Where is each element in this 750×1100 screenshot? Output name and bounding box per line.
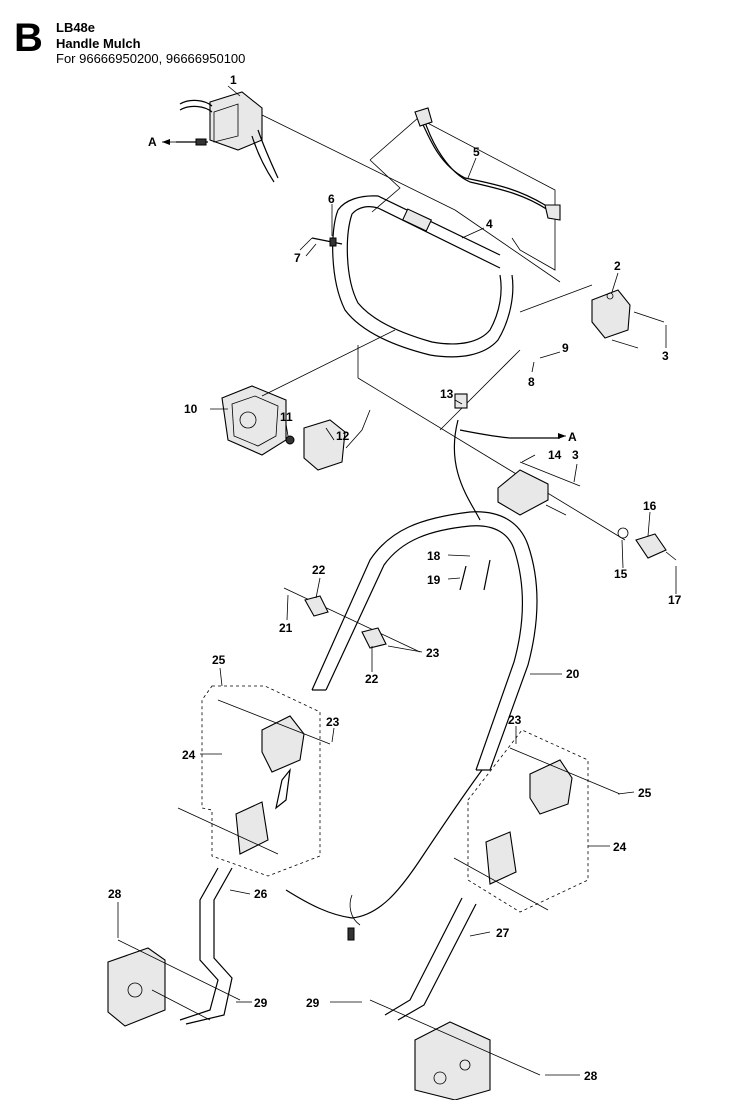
callout-23-right: 23 — [508, 713, 522, 727]
part-2-bracket — [519, 284, 665, 349]
model-name: LB48e — [56, 20, 96, 35]
callout-29-left: 29 — [254, 996, 268, 1010]
callout-15: 15 — [614, 567, 628, 581]
callout-11: 11 — [280, 410, 293, 424]
callout-26: 26 — [254, 887, 268, 901]
callout-10: 10 — [184, 402, 198, 416]
callout-16: 16 — [643, 499, 657, 513]
callout-8: 8 — [528, 375, 535, 389]
part-20-lower-handle — [285, 511, 538, 941]
callout-24-right: 24 — [613, 840, 627, 854]
callout-3-second: 3 — [572, 448, 579, 462]
part-1-control-handle — [176, 91, 279, 183]
callout-23-center: 23 — [426, 646, 440, 660]
callout-19: 19 — [427, 573, 441, 587]
callout-6: 6 — [328, 192, 335, 206]
callout-20: 20 — [566, 667, 580, 681]
callout-22-bottom: 22 — [365, 672, 379, 686]
callout-7: 7 — [294, 251, 301, 265]
applicable-part-numbers: For 96666950200, 96666950100 — [56, 51, 246, 66]
callout-2: 2 — [614, 259, 621, 273]
callout-29-right: 29 — [306, 996, 320, 1010]
section-letter: B — [14, 16, 43, 60]
callout-18: 18 — [427, 549, 441, 563]
callout-28-left: 28 — [108, 887, 122, 901]
part-24-right-knob-assembly — [453, 729, 621, 913]
callout-23-left: 23 — [326, 715, 340, 729]
part-24-left-knob-assembly — [177, 685, 331, 877]
callout-27: 27 — [496, 926, 510, 940]
right-deck-bracket — [369, 999, 541, 1100]
callout-4: 4 — [486, 217, 493, 231]
callout-A-right: A — [568, 430, 577, 444]
callout-1: 1 — [230, 73, 237, 87]
part-14-handle-joint — [497, 461, 677, 561]
callout-21: 21 — [279, 621, 293, 635]
callout-3: 3 — [662, 349, 669, 363]
callout-numbers: 1 2 3 5 4 6 7 9 8 10 11 12 13 A 14 3 16 … — [108, 73, 682, 1083]
part-5-bail-wire — [369, 107, 561, 271]
part-27-right-lower-bar — [384, 897, 477, 1021]
callout-25-left: 25 — [212, 653, 226, 667]
arrow-A-right — [558, 433, 566, 439]
part-26-left-lower-bar — [179, 867, 233, 1025]
callout-17: 17 — [668, 593, 682, 607]
callout-22-top: 22 — [312, 563, 326, 577]
callout-9: 9 — [562, 341, 569, 355]
callout-A-left: A — [148, 135, 157, 149]
callout-28-right: 28 — [584, 1069, 598, 1083]
part-6-7-screw — [299, 237, 343, 251]
part-4-upper-handle — [261, 114, 561, 358]
arrow-A-left — [162, 139, 170, 145]
left-deck-bracket — [107, 939, 241, 1027]
part-11-12-clip — [285, 409, 371, 471]
callout-24-left: 24 — [182, 748, 196, 762]
diagram-title: Handle Mulch — [56, 36, 141, 51]
callout-14: 14 — [548, 448, 562, 462]
callout-12: 12 — [336, 429, 350, 443]
callout-25-right: 25 — [638, 786, 652, 800]
part-18-19-bolts — [459, 559, 491, 591]
leader-lines — [117, 85, 677, 1076]
cable-routing — [357, 345, 626, 541]
part-21-22-23-clips — [283, 587, 421, 653]
callout-13: 13 — [440, 387, 454, 401]
callout-5: 5 — [473, 145, 480, 159]
